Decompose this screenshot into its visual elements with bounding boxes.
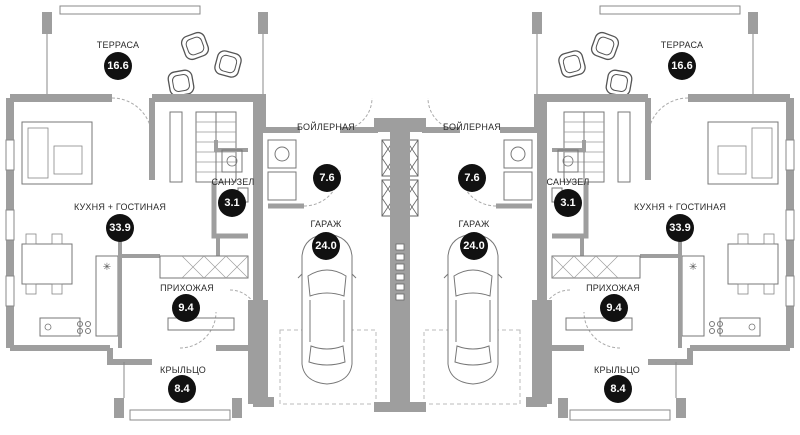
area-badge-terrace-left: 16.6 (104, 52, 132, 80)
area-badge-hall-left: 9.4 (172, 294, 200, 322)
label-boiler-right: БОЙЛЕРНАЯ (443, 122, 501, 132)
party-wall-bottom (374, 402, 426, 412)
right-unit (406, 6, 794, 420)
area-badge-porch-right: 8.4 (604, 375, 632, 403)
label-hall-right: ПРИХОЖАЯ (586, 283, 640, 293)
label-garage-right: ГАРАЖ (458, 219, 490, 229)
label-terrace-left: ТЕРРАСА (96, 40, 140, 50)
area-badge-terrace-right: 16.6 (668, 52, 696, 80)
label-garage-left: ГАРАЖ (310, 219, 342, 229)
label-bath-left: САНУЗЕЛ (211, 177, 255, 187)
label-porch-right: КРЫЛЬЦО (594, 365, 640, 375)
area-badge-boiler-right: 7.6 (458, 164, 486, 192)
area-badge-boiler-left: 7.6 (313, 164, 341, 192)
area-badge-garage-left: 24.0 (312, 232, 340, 260)
area-badge-porch-left: 8.4 (168, 375, 196, 403)
area-badge-bath-right: 3.1 (554, 189, 582, 217)
party-wall-vents (395, 243, 405, 301)
label-bath-right: САНУЗЕЛ (546, 177, 590, 187)
label-kitchen-right: КУХНЯ + ГОСТИНАЯ (633, 202, 727, 212)
label-hall-left: ПРИХОЖАЯ (160, 283, 214, 293)
label-boiler-left: БОЙЛЕРНАЯ (297, 122, 355, 132)
label-porch-left: КРЫЛЬЦО (160, 365, 206, 375)
area-badge-kitchen-left: 33.9 (106, 214, 134, 242)
area-badge-hall-right: 9.4 (600, 294, 628, 322)
left-unit (6, 6, 394, 420)
area-badge-garage-right: 24.0 (460, 232, 488, 260)
area-badge-bath-left: 3.1 (218, 189, 246, 217)
area-badge-kitchen-right: 33.9 (666, 214, 694, 242)
label-terrace-right: ТЕРРАСА (660, 40, 704, 50)
label-kitchen-left: КУХНЯ + ГОСТИНАЯ (73, 202, 167, 212)
